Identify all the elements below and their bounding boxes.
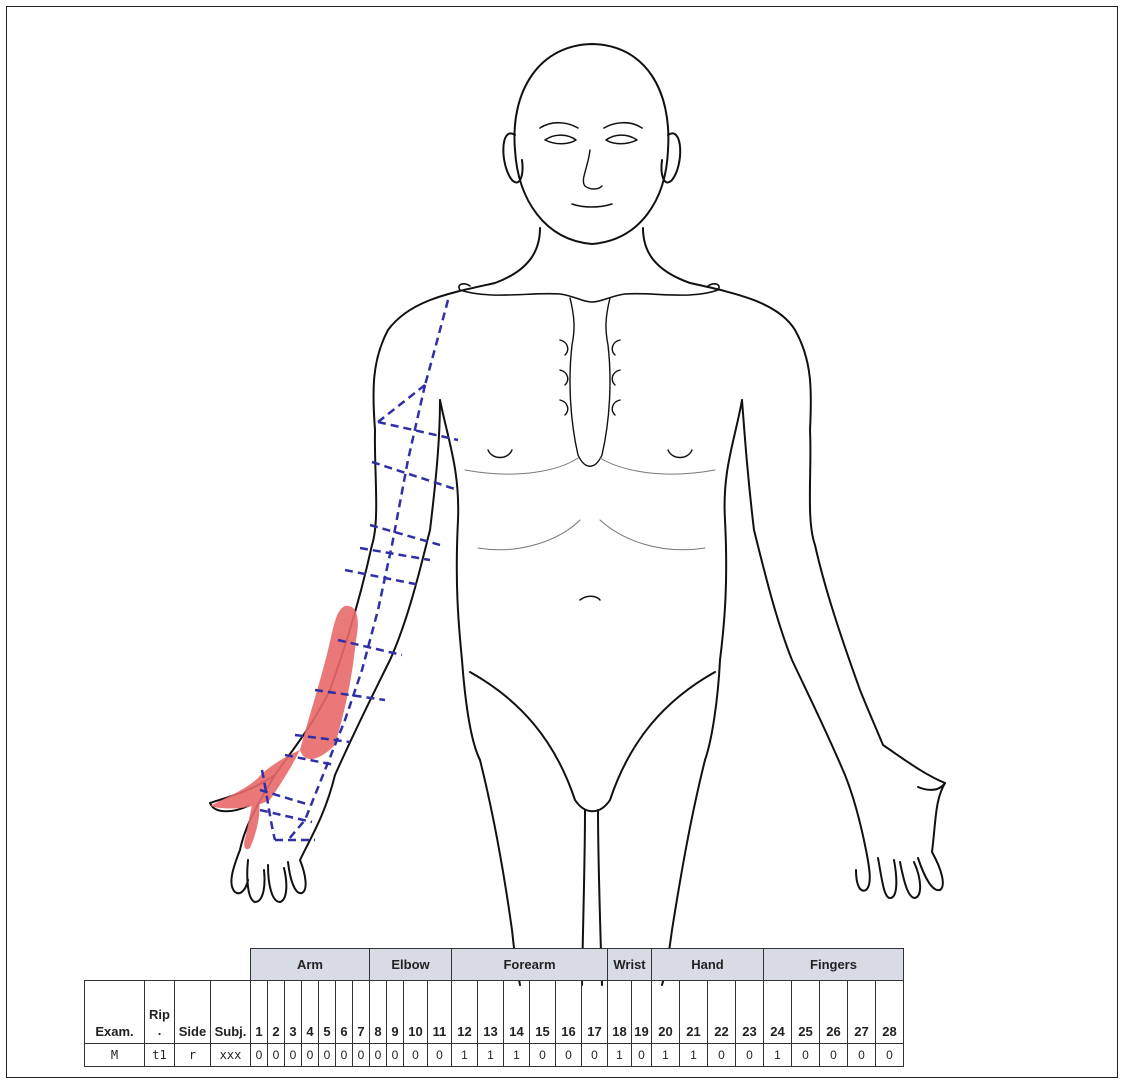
clavicles [459,284,719,302]
right-hand [845,775,945,898]
mouth [572,204,612,207]
rip-header-top: Rip [149,1007,170,1022]
group-header-row: Arm Elbow Forearm Wrist Hand Fingers [85,949,904,981]
segment-value: 1 [504,1044,530,1067]
segment-value: 1 [652,1044,680,1067]
shaded-forearm [210,606,358,849]
segment-value: 0 [530,1044,556,1067]
head-outline [514,44,668,244]
segment-score-table: Arm Elbow Forearm Wrist Hand Fingers Exa… [84,948,904,1067]
eyes [545,135,637,144]
nipples [488,450,692,458]
segment-number: 8 [370,981,387,1044]
rip-header: Rip. [145,981,175,1044]
torso-left-outline [210,228,540,811]
side-value: r [175,1044,211,1067]
segment-value: 0 [428,1044,452,1067]
segment-number: 4 [302,981,319,1044]
segment-value: 0 [370,1044,387,1067]
segment-value: 0 [302,1044,319,1067]
segment-value: 0 [285,1044,302,1067]
segment-number: 26 [820,981,848,1044]
rip-value: t1 [145,1044,175,1067]
exam-value: M [85,1044,145,1067]
segment-number: 1 [251,981,268,1044]
groin-lines [470,672,715,811]
group-fingers: Fingers [764,949,904,981]
segment-number: 21 [680,981,708,1044]
segment-number: 12 [452,981,478,1044]
segment-number: 16 [556,981,582,1044]
segment-value: 0 [387,1044,404,1067]
segment-value: 0 [736,1044,764,1067]
segment-number: 28 [876,981,904,1044]
segment-number: 23 [736,981,764,1044]
segment-number: 17 [582,981,608,1044]
eyebrows [540,123,642,128]
left-inner-arm [335,400,440,775]
segment-number: 25 [792,981,820,1044]
rip-header-bottom: . [158,1023,162,1038]
segment-value: 0 [251,1044,268,1067]
navel [580,596,600,600]
segment-value: 1 [764,1044,792,1067]
segment-number: 20 [652,981,680,1044]
segment-number: 27 [848,981,876,1044]
segment-value: 0 [820,1044,848,1067]
segment-value: 0 [632,1044,652,1067]
segment-number: 15 [530,981,556,1044]
blank-cell [85,949,251,981]
segment-number: 9 [387,981,404,1044]
group-elbow: Elbow [370,949,452,981]
segment-value: 0 [708,1044,736,1067]
torso-right-side [705,400,742,760]
segment-header-row: Exam. Rip. Side Subj. 1 2 3 4 5 6 7 8 9 … [85,981,904,1044]
segment-number: 14 [504,981,530,1044]
group-hand: Hand [652,949,764,981]
segment-number: 10 [404,981,428,1044]
segment-number: 3 [285,981,302,1044]
segment-number: 22 [708,981,736,1044]
segment-number: 13 [478,981,504,1044]
segment-value: 1 [608,1044,632,1067]
torso-left-side [440,400,480,760]
torso-right-outline [643,228,945,790]
segment-value: 0 [848,1044,876,1067]
rib-marks [560,340,620,415]
segment-number: 11 [428,981,452,1044]
right-inner-arm [742,400,845,775]
segment-number: 19 [632,981,652,1044]
segment-value: 0 [404,1044,428,1067]
segment-number: 2 [268,981,285,1044]
group-forearm: Forearm [452,949,608,981]
segment-value: 0 [792,1044,820,1067]
segment-number: 5 [319,981,336,1044]
group-arm: Arm [251,949,370,981]
segment-number: 7 [353,981,370,1044]
segment-number: 18 [608,981,632,1044]
sternum [570,298,610,466]
segment-value: 0 [336,1044,353,1067]
subj-header: Subj. [211,981,251,1044]
segment-value: 0 [268,1044,285,1067]
segment-value: 1 [680,1044,708,1067]
segment-value: 0 [876,1044,904,1067]
subj-value: xxx [211,1044,251,1067]
abdomen-lines [478,520,705,550]
nose [583,150,602,189]
segment-value: 0 [556,1044,582,1067]
side-header: Side [175,981,211,1044]
segment-number: 24 [764,981,792,1044]
segment-value: 0 [319,1044,336,1067]
segment-number: 6 [336,981,353,1044]
segment-value: 0 [353,1044,370,1067]
segment-value: 1 [478,1044,504,1067]
segment-value: 1 [452,1044,478,1067]
group-wrist: Wrist [608,949,652,981]
exam-header: Exam. [85,981,145,1044]
segment-value: 0 [582,1044,608,1067]
value-row: M t1 r xxx 0 0 0 0 0 0 0 0 0 0 0 1 1 1 0… [85,1044,904,1067]
